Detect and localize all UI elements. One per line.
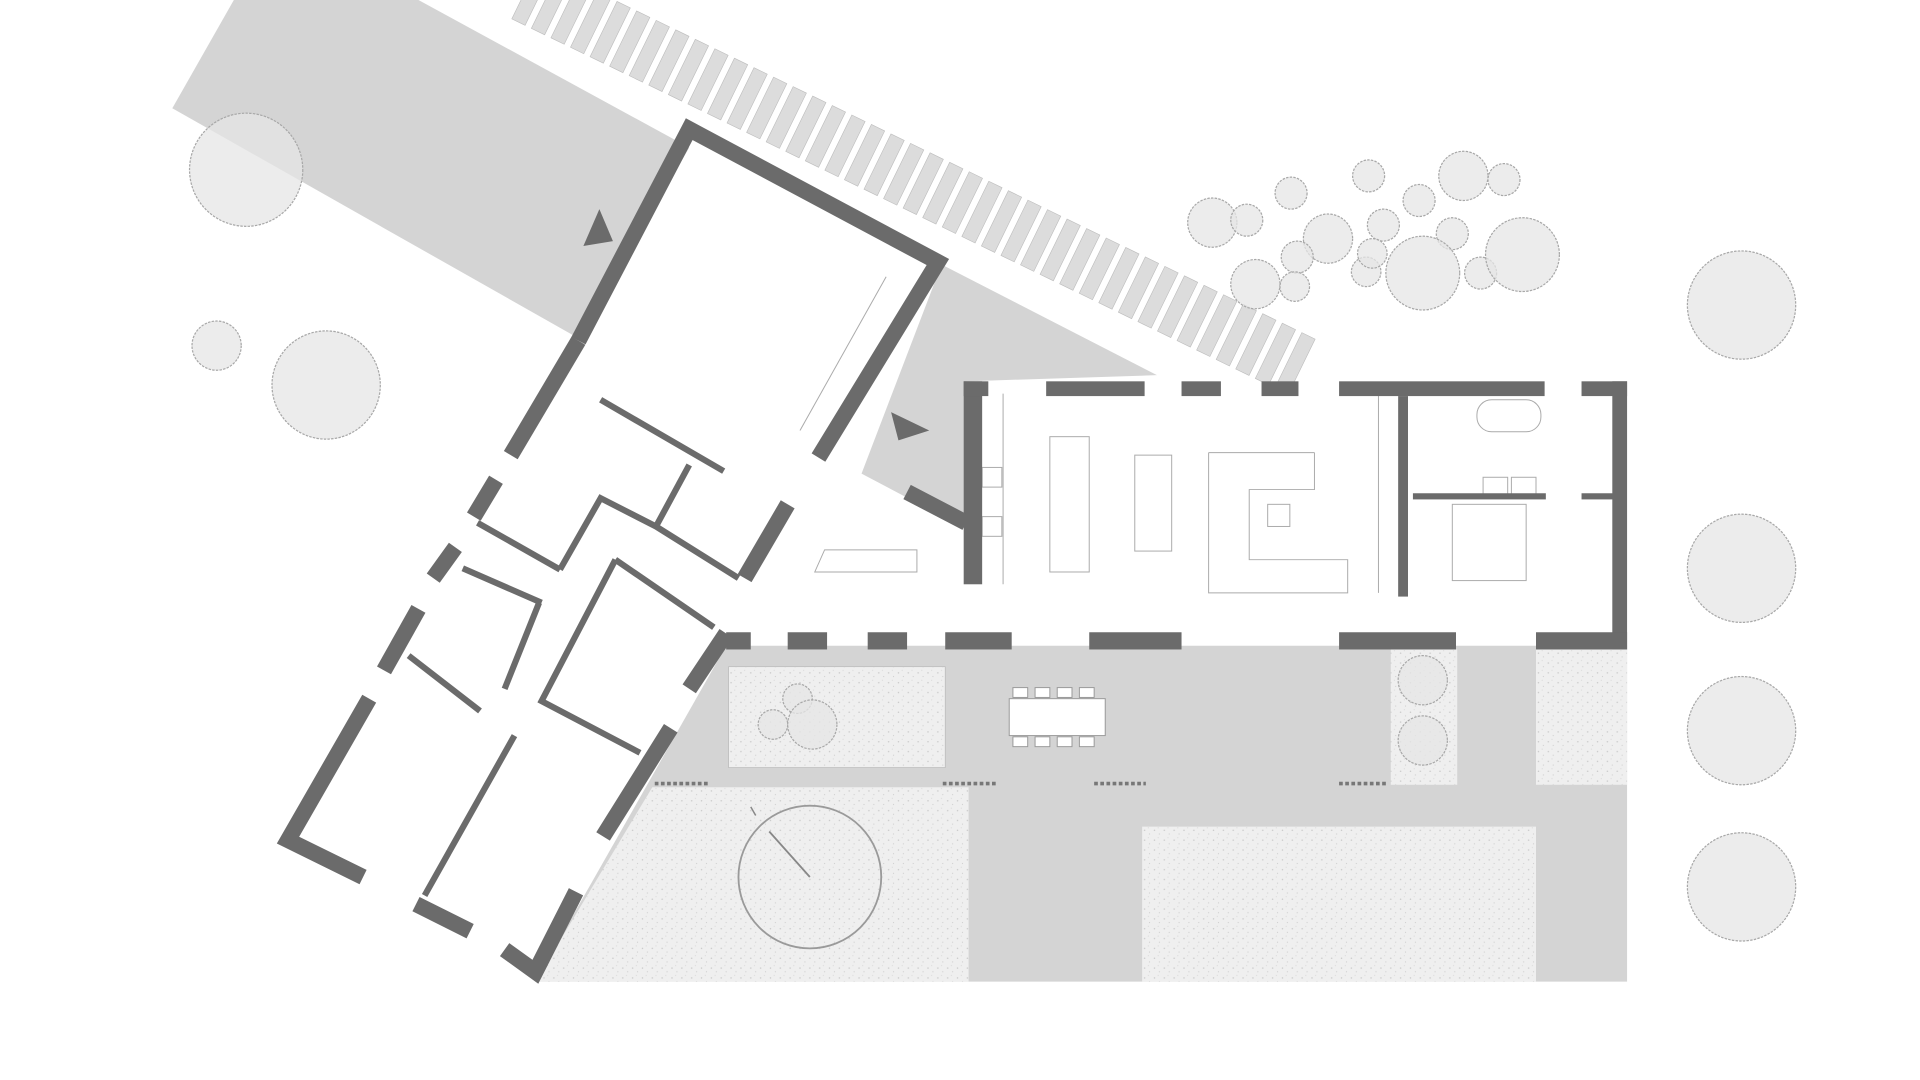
tree-icon (1686, 250, 1797, 360)
parking-stripe (980, 190, 1023, 253)
tree-icon (1187, 197, 1238, 248)
tree-icon (188, 112, 304, 227)
parking-stripe (687, 48, 729, 111)
tree-icon (1279, 271, 1311, 302)
parking-stripe (1235, 313, 1277, 376)
tree-icon (1484, 217, 1560, 293)
tree-icon (1686, 675, 1797, 786)
parking-stripe (804, 105, 846, 168)
tree-icon (1366, 208, 1400, 242)
parking-stripe (667, 38, 709, 102)
planter-corner (1536, 649, 1628, 785)
tree-icon (1397, 715, 1449, 766)
parking-stripe (726, 67, 768, 130)
parking-stripe (1039, 218, 1081, 282)
walls (726, 381, 1628, 650)
lawn-right (1142, 826, 1536, 982)
tree-icon (191, 320, 242, 371)
parking-stripe (765, 86, 807, 149)
tree-icon (1352, 159, 1386, 193)
parking-stripe (1020, 209, 1062, 272)
parking-stripe (824, 114, 866, 178)
tree-icon (1686, 513, 1797, 624)
tree-icon (1385, 235, 1461, 311)
parking-stripe (746, 76, 788, 140)
parking-stripe (589, 1, 631, 64)
parking-stripe (628, 19, 670, 83)
parking-stripe (550, 0, 592, 45)
parking-stripe (1117, 256, 1160, 320)
tree-icon (1230, 203, 1264, 237)
parking-stripe (961, 180, 1003, 244)
sundial (737, 804, 883, 950)
tree-icon (1356, 238, 1388, 269)
parking-stripe (1176, 284, 1218, 348)
tree-icon (1280, 240, 1314, 274)
parking-stripe (1137, 265, 1179, 329)
tree-icon (271, 330, 381, 440)
parking-stripe (1078, 237, 1120, 301)
tree-icon (1397, 655, 1449, 706)
parking-stripe (511, 0, 553, 26)
tree-icon (1435, 217, 1469, 251)
tree-icon (1402, 183, 1436, 218)
parking-stripe (863, 133, 905, 197)
tree-icon (1230, 258, 1281, 310)
parking-stripe (883, 142, 925, 206)
parking-stripe (922, 161, 964, 225)
parking-stripe (648, 29, 690, 92)
parking-stripe (570, 0, 612, 55)
tree-icon (757, 709, 789, 740)
parking-stripe (707, 57, 749, 121)
interior-walls (406, 397, 741, 897)
lawn-left (535, 787, 969, 982)
tree-icon (1438, 150, 1489, 202)
tree-icon (1302, 213, 1354, 264)
parking-stripe (609, 10, 651, 74)
parking-stripe (902, 152, 944, 215)
tree-icon (787, 699, 838, 750)
trees (188, 112, 1797, 942)
outdoor-dining-table (1008, 687, 1106, 748)
parking-stripe (1059, 228, 1101, 291)
entry-arrow-icon (583, 209, 613, 247)
parking-stripe (1000, 199, 1042, 263)
parking-stripe (1196, 294, 1238, 357)
parking-stripe (1098, 247, 1140, 310)
entry-paving (861, 264, 1157, 529)
tree-icon (1686, 832, 1797, 942)
parking-stripe (844, 124, 886, 187)
parking-stripe (1157, 275, 1199, 339)
parking-stripe (941, 171, 983, 234)
parking-stripes (511, 0, 1316, 395)
parking-stripe (785, 95, 827, 159)
tree-icon (1487, 162, 1521, 197)
driveway (172, 0, 690, 339)
tree-icon (1274, 176, 1308, 210)
parking-stripe (530, 0, 573, 36)
wing-walls (276, 118, 970, 984)
entry-arrow-icon (891, 412, 930, 441)
